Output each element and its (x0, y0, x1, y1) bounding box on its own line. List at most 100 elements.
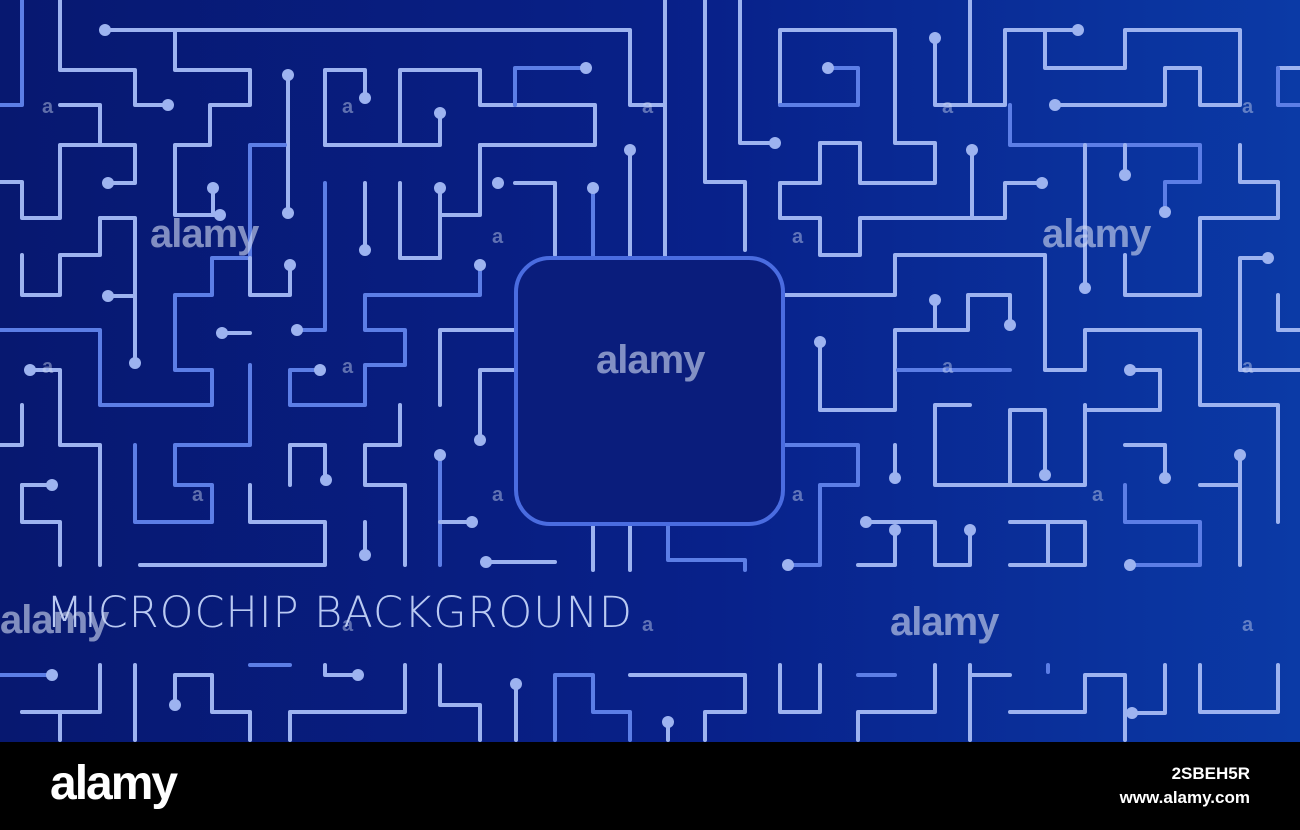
circuit-pad (320, 474, 332, 486)
circuit-trace (173, 28, 252, 217)
watermark-small: a (42, 356, 53, 378)
circuit-trace (20, 483, 62, 567)
circuit-pad (207, 182, 219, 194)
circuit-pad (769, 137, 781, 149)
circuit-pad (1234, 449, 1246, 461)
circuit-trace (0, 0, 24, 107)
circuit-pad (162, 99, 174, 111)
watermark-small: a (342, 356, 353, 378)
watermark-small: a (342, 614, 353, 636)
watermark-small: a (192, 484, 203, 506)
image-id: 2SBEH5R (1171, 764, 1250, 783)
circuit-trace (133, 363, 252, 524)
circuit-trace (438, 328, 518, 407)
circuit-pad (510, 678, 522, 690)
circuit-pad (1126, 707, 1138, 719)
circuit-pad (480, 556, 492, 568)
circuit-pad (474, 259, 486, 271)
circuit-trace (781, 443, 860, 567)
circuit-trace (628, 673, 747, 742)
circuit-pad (216, 327, 228, 339)
circuit-trace (438, 663, 482, 742)
circuit-pad (966, 144, 978, 156)
watermark-small: a (1242, 614, 1253, 636)
headline-text: MICROCHIP BACKGROUND (46, 588, 633, 638)
circuit-pad (129, 357, 141, 369)
circuit-trace (0, 103, 102, 220)
circuit-trace (1083, 368, 1162, 412)
circuit-trace (513, 66, 588, 107)
circuit-pad (1039, 469, 1051, 481)
watermark: alamy (150, 212, 259, 256)
site-url: www.alamy.com (1119, 788, 1250, 807)
circuit-trace (778, 663, 822, 714)
headline-band (0, 572, 1300, 662)
circuit-trace (398, 68, 597, 147)
watermark: alamy (1042, 212, 1151, 256)
circuit-pad (889, 472, 901, 484)
circuit-trace (173, 673, 252, 742)
circuit-trace (778, 66, 860, 107)
circuit-trace (778, 28, 1044, 257)
circuit-trace (288, 443, 327, 487)
circuit-trace (1130, 663, 1167, 715)
circuit-trace (1008, 103, 1202, 214)
watermark: alamy (0, 598, 109, 642)
circuit-pad (492, 177, 504, 189)
circuit-pad (782, 559, 794, 571)
circuit-trace (20, 663, 102, 714)
watermark-small: a (1092, 484, 1103, 506)
circuit-pad (1262, 252, 1274, 264)
circuit-board-artwork (0, 0, 1300, 742)
circuit-trace (818, 293, 1012, 412)
circuit-trace (248, 256, 292, 297)
circuit-pad (1159, 206, 1171, 218)
circuit-pad (964, 524, 976, 536)
watermark-small: a (42, 96, 53, 118)
circuit-pad (1119, 169, 1131, 181)
circuit-pad (99, 24, 111, 36)
circuit-trace (323, 663, 360, 677)
watermark-small: a (1242, 356, 1253, 378)
circuit-trace (138, 483, 327, 567)
circuit-trace (864, 520, 972, 567)
circuit-trace (1123, 483, 1202, 567)
circuit-pad (1124, 364, 1136, 376)
circuit-pad (434, 449, 446, 461)
circuit-pad (291, 324, 303, 336)
circuit-pad (434, 182, 446, 194)
circuit-pad (352, 669, 364, 681)
circuit-pad (46, 669, 58, 681)
circuit-trace (98, 216, 137, 365)
alamy-logo: alamy (50, 757, 178, 810)
circuit-pad (929, 294, 941, 306)
circuit-trace (1198, 663, 1280, 714)
circuit-trace (0, 403, 24, 447)
circuit-trace (295, 181, 327, 332)
circuit-pad (662, 716, 674, 728)
watermark: alamy (596, 338, 705, 382)
circuit-trace (58, 0, 170, 107)
watermark-small: a (492, 484, 503, 506)
circuit-pad (1159, 472, 1171, 484)
circuit-pad (434, 107, 446, 119)
circuit-trace (0, 143, 287, 407)
circuit-pad (466, 516, 478, 528)
watermark: alamy (890, 600, 999, 644)
circuit-trace (98, 143, 137, 185)
circuit-pad (889, 524, 901, 536)
watermark-small: a (642, 614, 653, 636)
circuit-trace (856, 528, 897, 567)
circuit-pad (359, 92, 371, 104)
circuit-pad (282, 69, 294, 81)
circuit-trace (438, 143, 482, 217)
watermark-small: a (492, 226, 503, 248)
circuit-pad (24, 364, 36, 376)
circuit-trace (738, 0, 777, 145)
circuit-trace (478, 368, 518, 442)
circuit-pad (1124, 559, 1136, 571)
circuit-pad (474, 434, 486, 446)
circuit-pad (822, 62, 834, 74)
microchip-square (514, 256, 785, 526)
circuit-pads (24, 24, 1274, 728)
